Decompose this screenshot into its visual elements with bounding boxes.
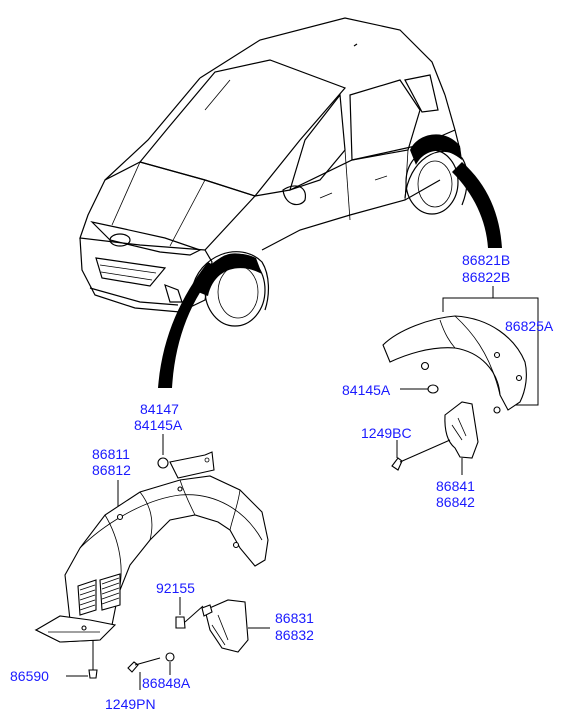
vent-grille-right	[99, 573, 121, 611]
label-1249BC: 1249BC	[361, 425, 412, 441]
label-86812: 86812	[92, 462, 131, 478]
car-illustration	[79, 17, 468, 327]
label-86822B: 86822B	[462, 269, 510, 285]
vent-grille-left	[77, 579, 97, 616]
label-86841: 86841	[436, 478, 475, 494]
label-1249PN: 1249PN	[105, 696, 156, 712]
label-86831: 86831	[275, 610, 314, 626]
label-86832: 86832	[275, 627, 314, 643]
label-84145A-rear: 84145A	[342, 382, 391, 398]
label-84145A-front: 84145A	[134, 417, 183, 433]
label-86811: 86811	[92, 446, 130, 462]
label-86825A: 86825A	[505, 318, 554, 334]
label-86821B: 86821B	[462, 252, 510, 268]
rear-wheel-guard-group: 86821B 86822B 86825A 84145A 1249BC 86841…	[342, 252, 554, 510]
label-86848A: 86848A	[142, 675, 191, 691]
callout-arrows	[158, 162, 502, 388]
front-wheel-guard-group: 84147 84145A 86811 86812	[10, 401, 314, 712]
label-92155: 92155	[156, 580, 195, 596]
label-86590: 86590	[10, 668, 49, 684]
label-86842: 86842	[436, 494, 475, 510]
label-84147: 84147	[140, 401, 179, 417]
